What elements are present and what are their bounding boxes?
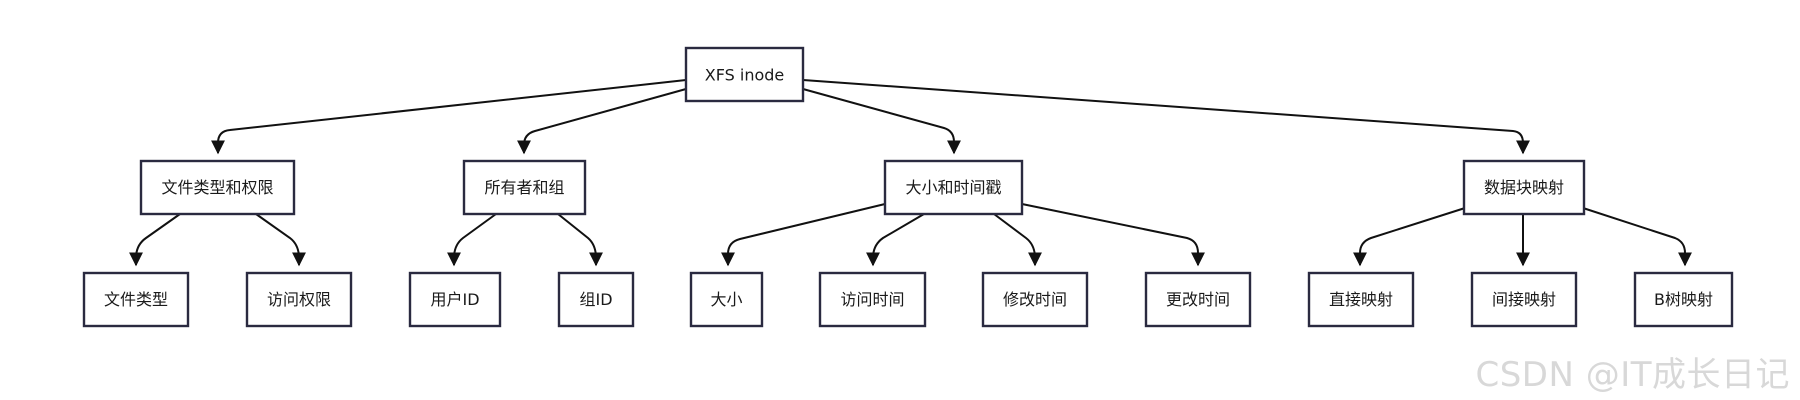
edge-size-and-timestamps-to-change-time xyxy=(1021,203,1205,267)
node-block-mapping-label: 数据块映射 xyxy=(1484,178,1564,197)
node-btree-mapping-label: B树映射 xyxy=(1654,290,1713,309)
edge-size-and-timestamps-to-size xyxy=(721,203,886,267)
node-access-time: 访问时间 xyxy=(818,271,927,328)
edge-file-type-and-perms-to-access-perms xyxy=(255,213,306,267)
node-btree-mapping: B树映射 xyxy=(1633,271,1734,328)
node-user-id: 用户ID xyxy=(408,271,502,328)
edge-owner-and-group-to-group-id xyxy=(557,213,603,267)
node-change-time-label: 更改时间 xyxy=(1166,290,1230,309)
edge-size-and-timestamps-to-modify-time xyxy=(993,213,1042,267)
node-file-type-and-perms: 文件类型和权限 xyxy=(139,159,296,216)
node-indirect-mapping: 间接映射 xyxy=(1470,271,1578,328)
edge-file-type-and-perms-to-file-type xyxy=(129,213,181,267)
node-modify-time: 修改时间 xyxy=(981,271,1089,328)
edge-root-to-block-mapping xyxy=(802,79,1530,155)
node-indirect-mapping-label: 间接映射 xyxy=(1492,290,1556,309)
node-size-and-timestamps-label: 大小和时间戳 xyxy=(905,178,1001,197)
node-group-id-label: 组ID xyxy=(579,290,612,309)
edge-block-mapping-to-direct-mapping xyxy=(1353,207,1466,267)
node-file-type-label: 文件类型 xyxy=(104,290,168,309)
node-access-perms: 访问权限 xyxy=(245,271,353,328)
node-size: 大小 xyxy=(689,271,764,328)
node-file-type-and-perms-label: 文件类型和权限 xyxy=(161,178,273,197)
node-access-time-label: 访问时间 xyxy=(840,290,904,309)
node-access-perms-label: 访问权限 xyxy=(267,290,331,309)
edge-owner-and-group-to-user-id xyxy=(447,213,497,267)
node-block-mapping: 数据块映射 xyxy=(1462,159,1586,216)
node-owner-and-group-label: 所有者和组 xyxy=(484,178,564,197)
node-root: XFS inode xyxy=(684,46,805,103)
node-file-type: 文件类型 xyxy=(82,271,190,328)
node-modify-time-label: 修改时间 xyxy=(1003,290,1067,309)
edge-root-to-file-type-and-perms xyxy=(211,79,687,155)
edge-block-mapping-to-btree-mapping xyxy=(1582,207,1692,267)
node-owner-and-group: 所有者和组 xyxy=(462,159,587,216)
node-root-label: XFS inode xyxy=(705,66,785,85)
node-direct-mapping-label: 直接映射 xyxy=(1329,290,1393,309)
watermark: CSDN @IT成长日记 xyxy=(1475,355,1790,395)
node-user-id-label: 用户ID xyxy=(430,290,479,309)
edge-size-and-timestamps-to-access-time xyxy=(866,213,925,267)
node-group-id: 组ID xyxy=(557,271,635,328)
node-size-and-timestamps: 大小和时间戳 xyxy=(883,159,1024,216)
node-direct-mapping: 直接映射 xyxy=(1307,271,1415,328)
edges xyxy=(129,79,1692,267)
node-change-time: 更改时间 xyxy=(1144,271,1252,328)
edge-root-to-owner-and-group xyxy=(517,88,687,155)
edge-root-to-size-and-timestamps xyxy=(802,88,961,155)
node-size-label: 大小 xyxy=(710,290,742,309)
